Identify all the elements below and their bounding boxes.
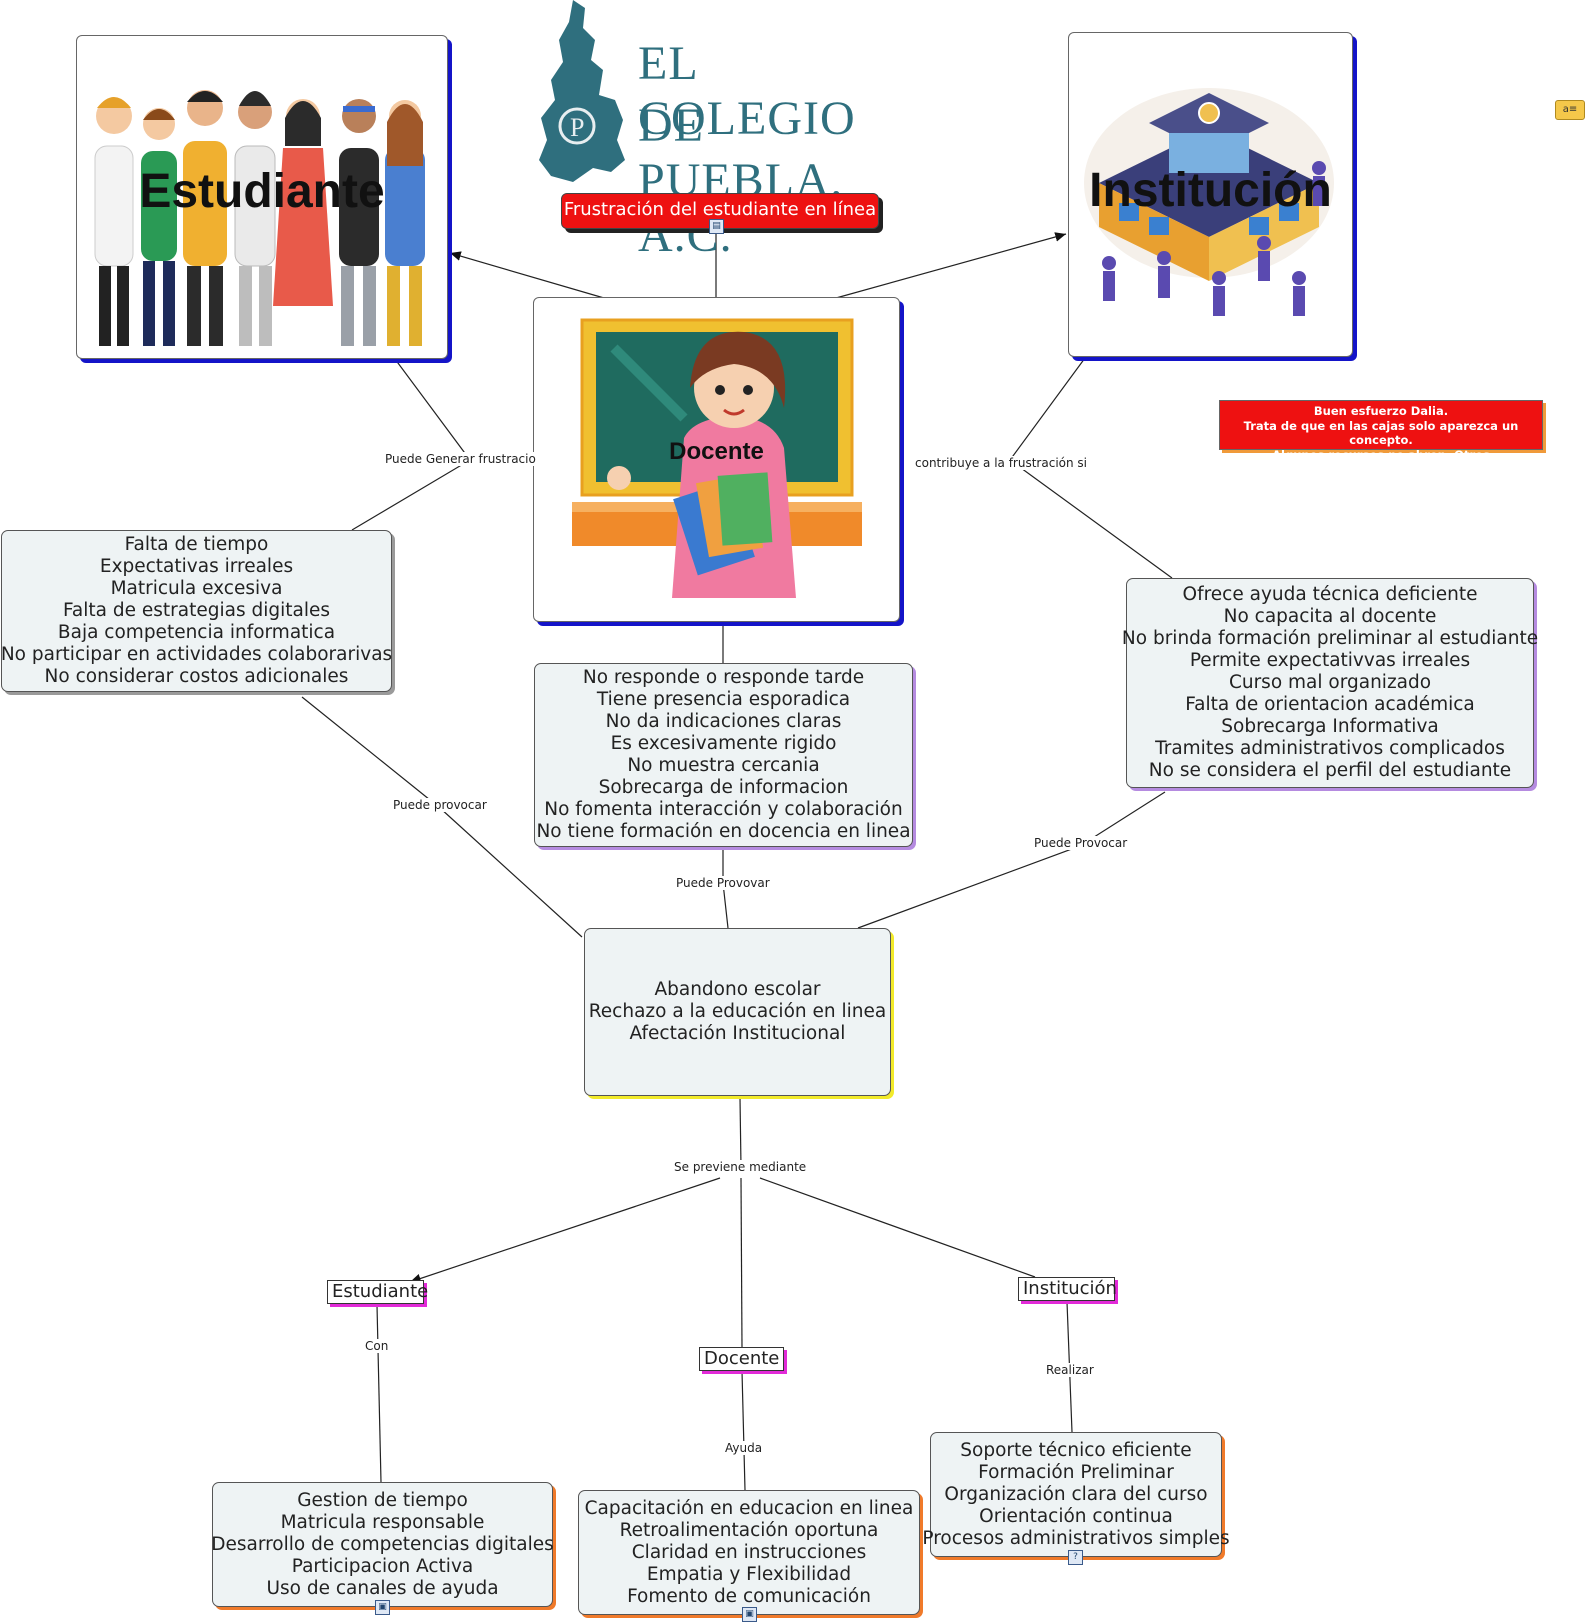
action-item: Organización clara del curso [944,1483,1208,1505]
consequences-node[interactable]: Abandono escolar Rechazo a la educación … [584,928,891,1096]
feedback-note[interactable]: Buen esfuerzo Dalia. Trata de que en las… [1219,400,1543,462]
action-item: Formación Preliminar [978,1461,1174,1483]
feedback-line: Algunos recursos no abren. Otros [1272,447,1490,462]
action-item: Procesos administrativos simples [922,1527,1230,1549]
link-label-institucion-frustracion: contribuye a la frustración si [913,456,1089,470]
factor-item: No fomenta interacción y colaboración [544,799,903,820]
estudiante-factors-node[interactable]: Falta de tiempo Expectativas irreales Ma… [1,530,392,692]
factor-item: Es excesivamente rigido [610,733,837,754]
resource-image-icon[interactable]: ▣ [742,1607,757,1622]
consequence-item: Rechazo a la educación en linea [588,1001,887,1022]
prevention-docente[interactable]: Docente [699,1347,784,1371]
action-item: Fomento de comunicación [627,1585,871,1607]
link-label-ayuda: Ayuda [723,1441,765,1455]
docente-image-node[interactable]: Docente [533,297,900,622]
link-docente-actions [741,1370,746,1491]
link-prevention-institucion [759,1177,1036,1278]
factor-item: Curso mal organizado [1228,672,1432,693]
factor-item: Sobrecarga Informativa [1221,716,1439,737]
prevention-estudiante[interactable]: Estudiante [327,1280,428,1304]
link-label-docente-provocar: Puede Provovar [674,876,772,890]
factor-item: Falta de tiempo [124,534,269,555]
logo-line-2: DE PUEBLA, A.C. [638,99,844,262]
link-label-estudiante-provocar: Puede provocar [391,798,489,812]
factor-item: No capacita al docente [1223,606,1437,627]
factor-item: No se considera el perfil del estudiante [1148,760,1512,781]
action-item: Empatia y Flexibilidad [646,1563,852,1585]
college-logo: P EL COLEGIO DE PUEBLA, A.C. [533,0,913,262]
action-item: Retroalimentación oportuna [619,1519,879,1541]
action-item: Participacion Activa [291,1555,474,1577]
factor-item: No considerar costos adicionales [44,666,349,687]
institucion-image-node[interactable]: Institución [1068,32,1353,357]
puebla-map-icon: P [539,0,625,182]
logo-line-1: EL COLEGIO [638,37,856,145]
link-label-realizar: Realizar [1044,1363,1096,1377]
action-item: Orientación continua [979,1505,1173,1527]
docente-factors-node[interactable]: No responde o responde tarde Tiene prese… [534,663,913,847]
docente-image-label: Docente [669,438,764,465]
factor-item: Expectativas irreales [99,556,294,577]
action-item: Soporte técnico eficiente [960,1439,1192,1461]
link-prevention-estudiante [409,1177,721,1284]
students-illustration [94,90,425,346]
action-item: Matricula responsable [280,1511,485,1533]
svg-text:P: P [570,113,584,142]
map-title-text: Frustración del estudiante en línea [563,199,877,220]
factor-item: Ofrece ayuda técnica deficiente [1182,584,1478,605]
link-estudiante-actions [376,1304,382,1483]
action-item: Capacitación en educacion en linea [584,1497,914,1519]
action-item: Desarrollo de competencias digitales [211,1533,554,1555]
factor-item: No responde o responde tarde [582,667,865,688]
estudiante-image-label: Estudiante [139,165,385,218]
factor-item: Falta de orientacion académica [1185,694,1475,715]
consequence-item: Abandono escolar [654,979,821,1000]
prevention-institucion[interactable]: Institución [1018,1277,1117,1301]
text-tool-icon[interactable]: a≡ [1555,100,1585,120]
link-estudiante-factors [351,358,471,531]
factor-item: Baja competencia informatica [57,622,336,643]
estudiante-image-node[interactable]: Estudiante [76,35,448,359]
link-label-prevencion: Se previene mediante [672,1160,809,1174]
factor-item: Falta de estrategias digitales [62,600,330,621]
institucion-actions-node[interactable]: Soporte técnico eficiente Formación Prel… [922,1432,1230,1557]
factor-item: No brinda formación preliminar al estudi… [1121,628,1539,649]
link-consequences-prevention [739,1097,742,1168]
consequence-item: Afectación Institucional [629,1023,846,1044]
institution-illustration [1084,88,1334,316]
factor-item: No tiene formación en docencia en linea [536,821,911,842]
link-label-estudiante-frustracion: Puede Generar frustracio [383,452,538,466]
estudiante-actions-node[interactable]: Gestion de tiempo Matricula responsable … [211,1482,554,1607]
link-docente-institucion [835,232,1067,299]
action-item: Uso de canales de ayuda [266,1577,499,1599]
institucion-image-label: Institución [1089,164,1332,217]
factor-item: Sobrecarga de informacion [598,777,849,798]
docente-actions-node[interactable]: Capacitación en educacion en linea Retro… [578,1490,920,1615]
link-label-con: Con [363,1339,391,1353]
link-label-institucion-provocar: Puede Provocar [1032,836,1130,850]
feedback-line: Trata de que en las cajas solo aparezca … [1243,418,1519,448]
factor-item: No da indicaciones claras [605,711,842,732]
resource-help-icon[interactable]: ? [1068,1550,1083,1565]
feedback-line: Buen esfuerzo Dalia. [1313,404,1449,418]
factor-item: Matricula excesiva [110,578,283,599]
link-prevention-docente [740,1177,743,1348]
factor-item: Permite expectativvas irreales [1189,650,1471,671]
action-item: Claridad en instrucciones [631,1541,867,1563]
factor-item: Tramites administrativos complicados [1155,738,1505,759]
factor-item: No participar en actividades colaborariv… [0,644,393,665]
action-item: Gestion de tiempo [297,1489,468,1511]
resource-document-icon[interactable]: ▤ [709,219,724,234]
institucion-factors-node[interactable]: Ofrece ayuda técnica deficiente No capac… [1122,578,1538,788]
resource-image-icon[interactable]: ▣ [375,1600,390,1615]
factor-item: Tiene presencia esporadica [596,689,851,710]
teacher-illustration [572,318,862,598]
factor-item: No muestra cercania [627,755,820,776]
link-docente-estudiante [449,251,605,299]
